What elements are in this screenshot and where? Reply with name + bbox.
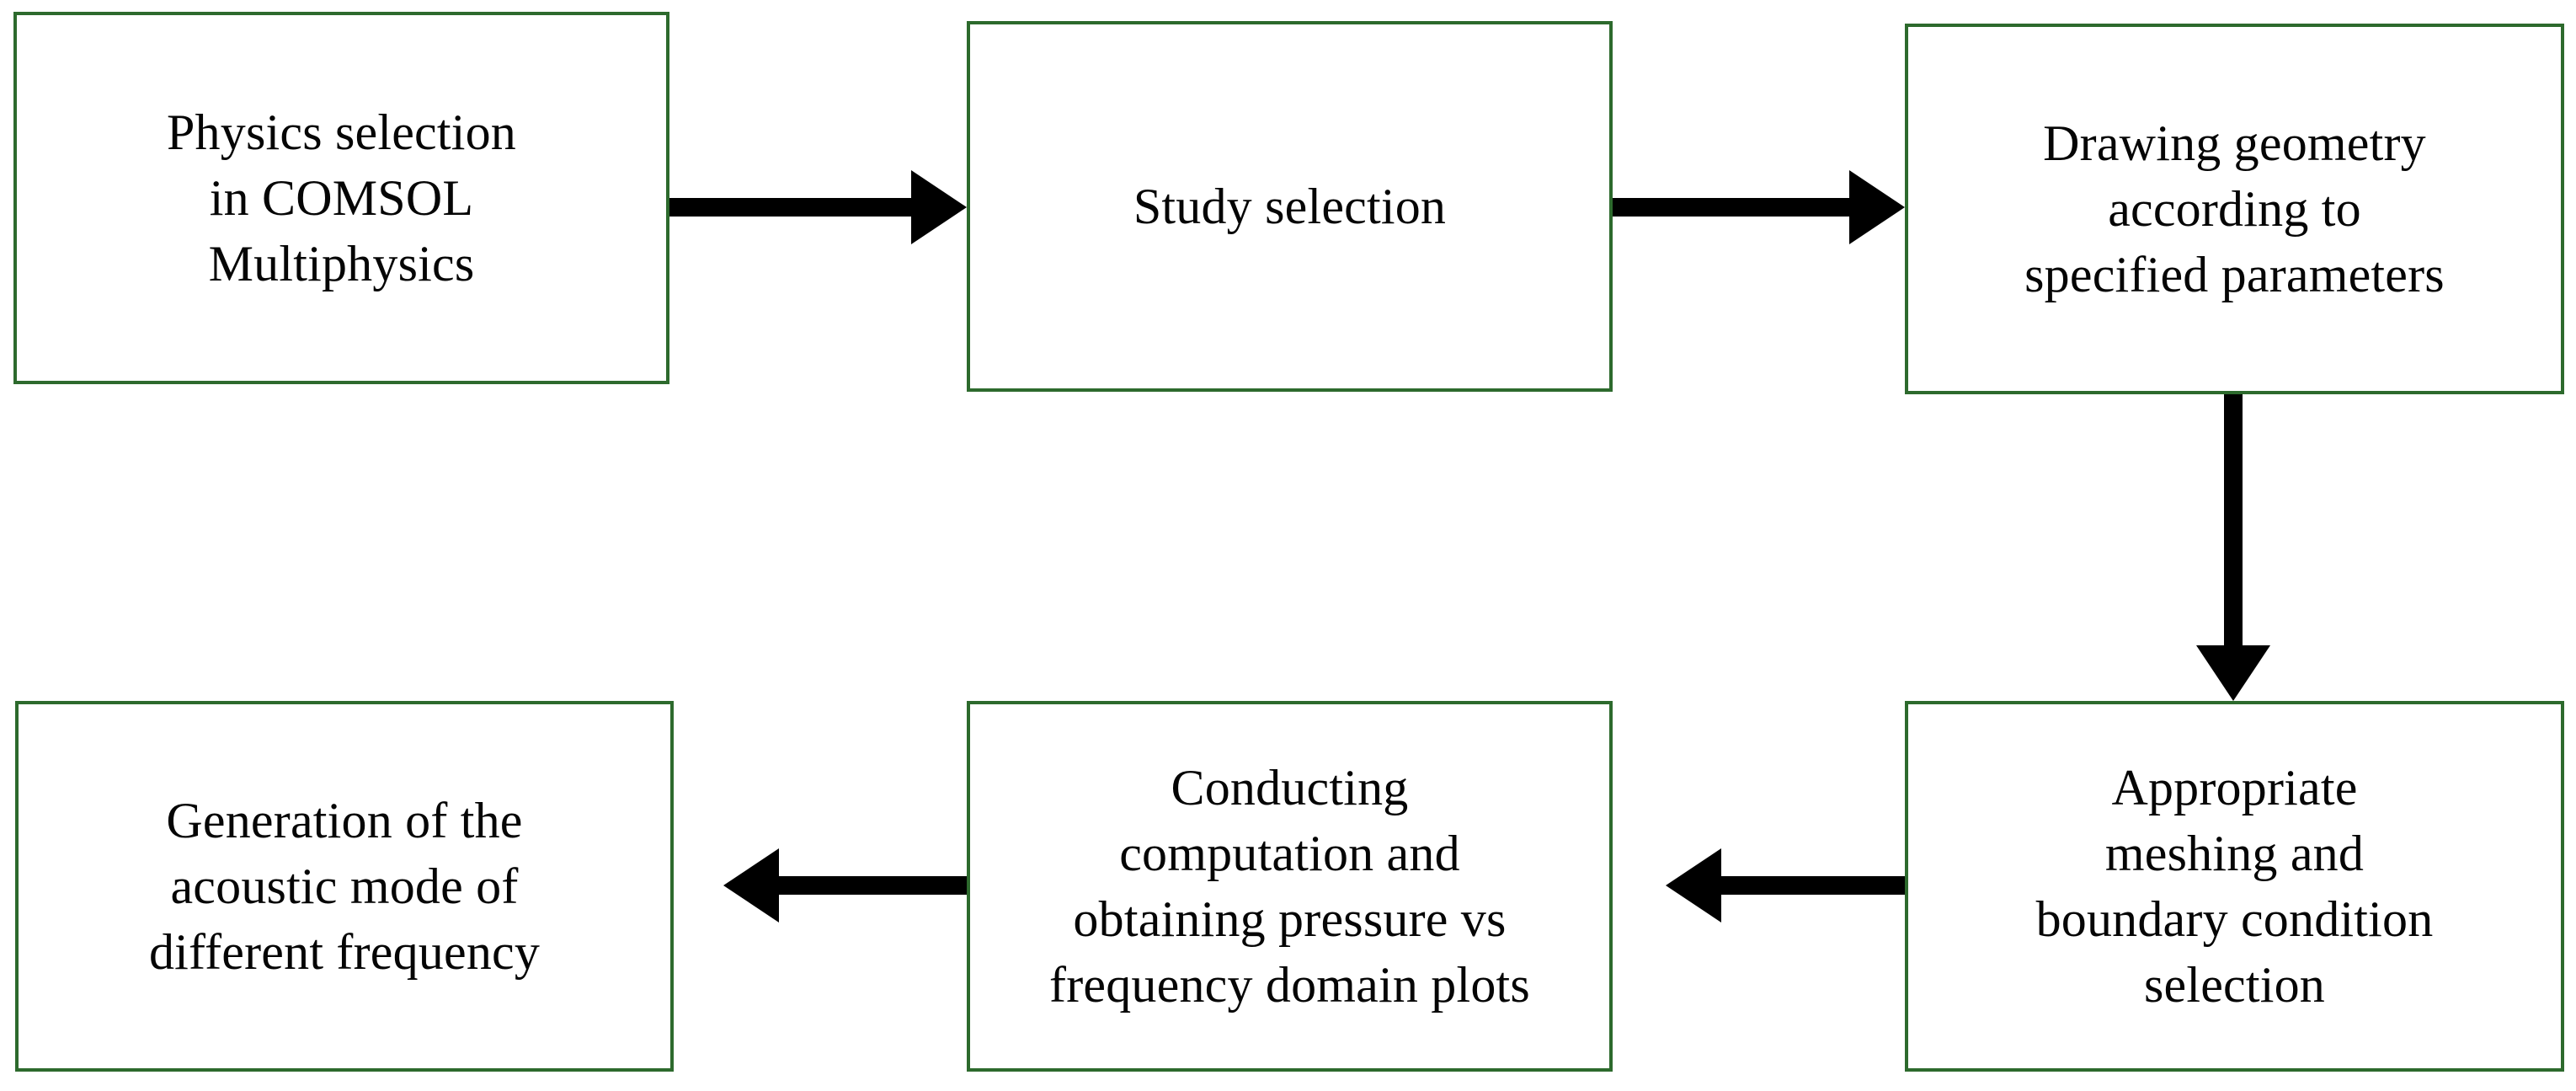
arrow-shaft-icon bbox=[1721, 876, 1905, 895]
flowchart-node-meshing-boundary[interactable]: Appropriate meshing and boundary conditi… bbox=[1905, 701, 2564, 1072]
flowchart-node-computation-plots[interactable]: Conducting computation and obtaining pre… bbox=[967, 701, 1613, 1072]
flowchart-node-label: Appropriate meshing and boundary conditi… bbox=[2035, 760, 2434, 1013]
flowchart-node-acoustic-modes[interactable]: Generation of the acoustic mode of diffe… bbox=[15, 701, 674, 1072]
flowchart-node-label: Generation of the acoustic mode of diffe… bbox=[148, 793, 541, 980]
arrow-head-down-icon bbox=[2196, 645, 2270, 701]
arrow-head-left-icon bbox=[1666, 848, 1721, 923]
flowchart-node-physics-selection[interactable]: Physics selection in COMSOL Multiphysics bbox=[13, 12, 669, 384]
arrow-head-left-icon bbox=[723, 848, 779, 923]
arrow-shaft-icon bbox=[779, 876, 967, 895]
arrow-shaft-icon bbox=[1613, 198, 1849, 217]
arrow-head-right-icon bbox=[1849, 170, 1905, 244]
flowchart-node-label: Conducting computation and obtaining pre… bbox=[1049, 760, 1530, 1013]
flowchart-node-label: Study selection bbox=[1133, 179, 1447, 234]
flowchart-node-label: Physics selection in COMSOL Multiphysics bbox=[166, 104, 517, 291]
flowchart-node-drawing-geometry[interactable]: Drawing geometry according to specified … bbox=[1905, 24, 2564, 394]
arrow-shaft-icon bbox=[669, 198, 920, 217]
arrow-head-right-icon bbox=[911, 170, 967, 244]
flowchart-node-study-selection[interactable]: Study selection bbox=[967, 21, 1613, 392]
flowchart-node-label: Drawing geometry according to specified … bbox=[2024, 115, 2445, 302]
arrow-shaft-icon bbox=[2224, 394, 2243, 647]
